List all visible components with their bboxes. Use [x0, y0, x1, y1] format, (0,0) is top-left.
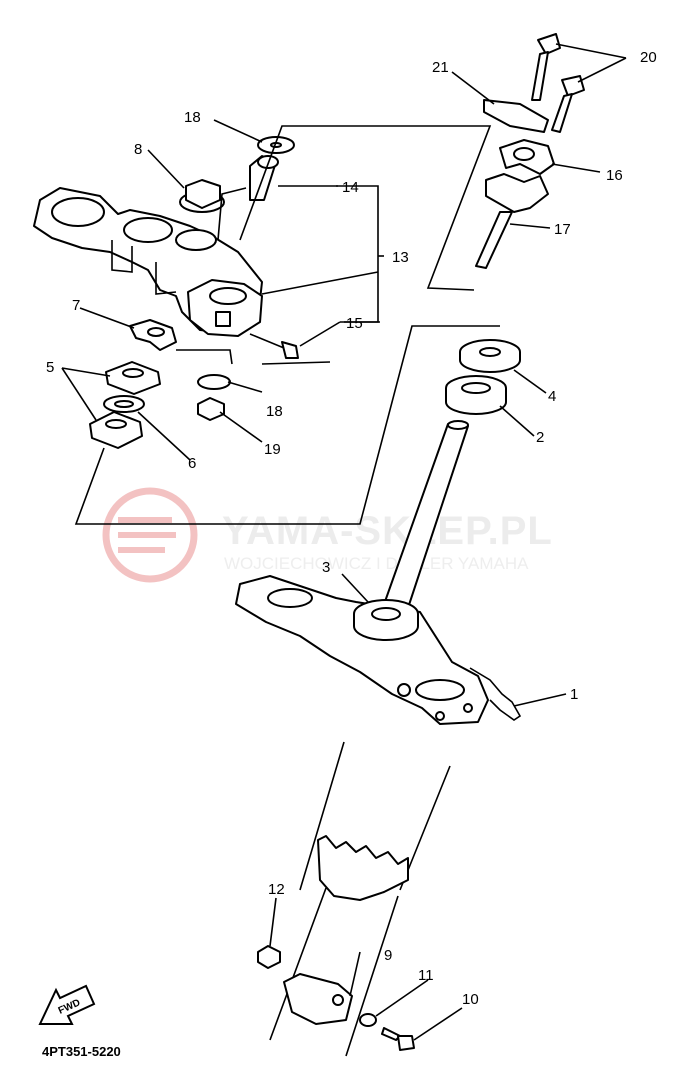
callout-18-top: 18	[184, 109, 201, 126]
callout-labels: 1 2 3 4 5 6 7 8 9 10 11 12 13 14 15 16 1…	[46, 49, 657, 1008]
bolt-20-b	[551, 75, 585, 133]
callout-19: 19	[264, 441, 281, 458]
callout-15: 15	[346, 315, 363, 332]
bolt-10	[381, 1027, 415, 1051]
upper-bracket-assembly	[33, 136, 299, 359]
callout-9: 9	[384, 947, 392, 964]
callout-7: 7	[72, 297, 80, 314]
group-outline-13	[239, 125, 492, 291]
callout-12: 12	[268, 881, 285, 898]
ring-nut-5-top	[105, 361, 161, 395]
watermark-title: YAMA-SKLEP.PL	[222, 509, 553, 553]
callout-10: 10	[462, 991, 479, 1008]
watermark-logo	[102, 487, 198, 583]
callout-5: 5	[46, 359, 54, 376]
fwd-arrow-icon: FWD	[38, 984, 96, 1025]
callout-1: 1	[570, 686, 578, 703]
fork-clamp-9	[283, 973, 353, 1025]
steering-stem	[381, 420, 469, 615]
callout-6: 6	[188, 455, 196, 472]
washer-18-lower	[197, 374, 231, 390]
cable-guide-1	[469, 667, 522, 721]
nut-19	[197, 397, 225, 421]
watermark-subtitle: WOJCIECHOWICZ I DEALER YAMAHA	[224, 554, 529, 573]
bolt-20-a	[531, 33, 561, 101]
bracket-bore-center	[123, 217, 173, 243]
callout-16: 16	[606, 167, 623, 184]
bracket-bore-left	[51, 197, 105, 227]
callout-2: 2	[536, 429, 544, 446]
washer-11	[359, 1013, 377, 1027]
leader-lines	[61, 43, 627, 1041]
callout-11: 11	[418, 967, 434, 984]
callout-8: 8	[134, 141, 142, 158]
callout-18-lower: 18	[266, 403, 283, 420]
handlebar-holder-lower-17	[475, 173, 549, 269]
callout-3: 3	[322, 559, 330, 576]
plate-21	[483, 99, 549, 133]
callout-17: 17	[554, 221, 571, 238]
bolt-15	[249, 333, 285, 349]
bracket-bore-right	[175, 229, 217, 251]
plate-7	[129, 319, 177, 351]
bearing-2	[445, 375, 507, 415]
callout-13: 13	[392, 249, 409, 266]
under-bracket	[235, 575, 489, 725]
diagram-code: 4PT351-5220	[42, 1044, 121, 1059]
ring-nut-5-bottom	[89, 411, 143, 449]
front-fork	[269, 741, 451, 1057]
nut-12	[257, 945, 281, 969]
group-outline-5	[74, 325, 500, 525]
watermark: YAMA-SKLEP.PL WOJCIECHOWICZ I DEALER YAM…	[102, 487, 553, 583]
nut-8	[179, 179, 225, 213]
bearing-3	[353, 599, 419, 641]
washer-6	[103, 395, 145, 413]
callout-20: 20	[640, 49, 657, 66]
callout-21: 21	[432, 59, 449, 76]
callout-4: 4	[548, 388, 556, 405]
cover-4	[459, 339, 521, 373]
callout-14: 14	[342, 179, 359, 196]
